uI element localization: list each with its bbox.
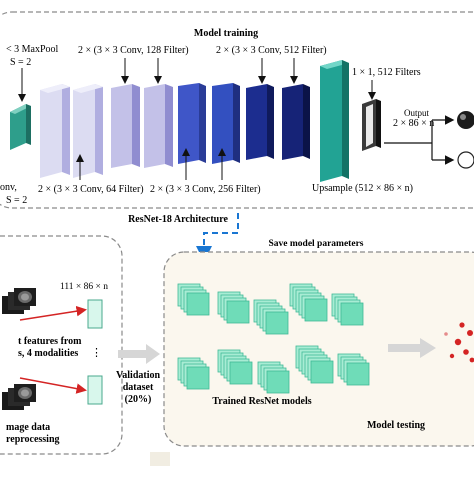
upsample-label: Upsample (512 × 86 × n) [312,183,413,194]
conv64-block-1 [40,84,70,178]
output-label: Output [404,108,430,118]
vertical-ellipsis: ⋮ [91,347,102,359]
conv512-block-1 [246,84,274,160]
conv256-label: 2 × (3 × 3 Conv, 256 Filter) [150,184,261,195]
validation-line-2: dataset [123,382,154,393]
conv1x1-block [362,99,381,151]
architecture-dashed-arrow [196,213,239,262]
maxpool-stride-label: S = 2 [10,57,31,68]
conv256-block-2 [212,83,240,164]
trained-models-label: Trained ResNet models [212,396,311,407]
validation-line-1: Validation [116,370,161,381]
bottom-tab [150,452,170,466]
model-testing-label: Model testing [367,420,425,431]
prediction-dots [444,322,474,363]
conv64-label: 2 × (3 × 3 Conv, 64 Filter) [38,184,144,195]
output-node-1 [457,111,474,129]
model-layer-square [229,361,253,385]
conv1x1-label: 1 × 1, 512 Filters [352,67,421,78]
image-data-text: mage data [6,422,50,433]
maxpool-layer-block [10,104,31,150]
output-node-2 [457,151,474,169]
model-layer-square [265,311,289,335]
testing-arrow [388,338,436,358]
validation-arrow [118,344,160,364]
features-red-arrow-bottom [19,377,87,394]
conv64-block-2 [73,84,103,178]
model-layer-square [266,370,290,394]
model-layer-square [186,292,210,316]
output-dims: 2 × 86 × n [393,118,434,129]
model-layer-square [340,302,364,326]
mri-stack-bottom [2,384,36,410]
conv128-label: 2 × (3 × 3 Conv, 128 Filter) [78,45,189,56]
input-features-block-2 [87,375,103,405]
validation-line-3: (20%) [125,394,152,405]
conv128-block-2 [144,84,173,168]
model-training-title: Model training [194,28,258,39]
model-layer-square [186,366,210,390]
model-layer-square [304,298,328,322]
save-model-label: Save model parameters [269,239,364,249]
conv128-block-1 [111,84,140,168]
model-layer-square [346,362,370,386]
conv512-label: 2 × (3 × 3 Conv, 512 Filter) [216,45,327,56]
first-conv-label: onv, [0,182,17,193]
output-node-1-highlight [460,114,466,120]
first-conv-stride-label: S = 2 [6,195,27,206]
upsample-block [320,60,349,182]
resnet-architecture-label: ResNet-18 Architecture [128,214,228,225]
input-dims-label: 111 × 86 × n [60,282,108,292]
features-text-1: t features from [18,336,82,347]
model-layer-square [226,300,250,324]
features-red-arrow-top [19,305,87,321]
model-layer-square [310,360,334,384]
trained-models-grid [177,283,370,394]
mri-stack-top [2,288,36,314]
maxpool-label: < 3 MaxPool [6,44,59,55]
conv256-block-1 [178,83,206,164]
preprocessing-text: reprocessing [6,434,60,445]
conv512-block-2 [282,84,310,160]
features-text-2: s, 4 modalities [18,348,78,359]
input-features-block [87,299,103,329]
